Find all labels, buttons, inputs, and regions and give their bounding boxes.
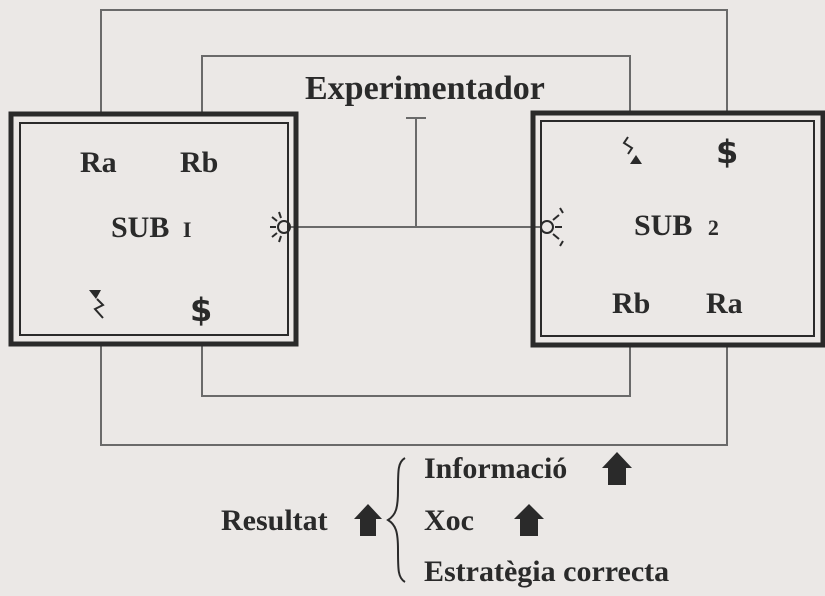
light-bulb-icon	[540, 207, 564, 247]
shock-up-icon	[622, 136, 642, 164]
sub2-title-text: SUB	[634, 209, 693, 242]
outer-bottom-loop	[100, 344, 728, 446]
sub2-reward-symbol: $	[716, 133, 739, 171]
sub2-title: SUB 2	[634, 211, 719, 241]
sub1-number: I	[182, 217, 192, 242]
arrow-up-icon	[354, 504, 382, 536]
experimenter-label: Experimentador	[305, 70, 545, 107]
inner-bottom-loop	[201, 344, 631, 397]
sub2-number: 2	[707, 215, 719, 240]
sub2-response-a: Ra	[706, 287, 743, 320]
arrow-up-icon	[514, 504, 544, 536]
sub1-response-b: Rb	[180, 146, 219, 179]
shock-down-icon	[89, 290, 105, 319]
legend-brace	[386, 457, 406, 583]
sub1-response-a: Ra	[80, 146, 117, 179]
sub1-title: SUB I	[111, 213, 191, 243]
sub1-title-text: SUB	[111, 211, 170, 244]
sub1-reward-symbol: $	[190, 291, 213, 329]
arrow-up-icon	[602, 452, 632, 485]
inner-top-loop	[201, 55, 631, 113]
light-bulb-icon	[270, 211, 291, 243]
legend-item-information: Informació	[424, 452, 568, 485]
outer-top-loop	[100, 9, 728, 113]
legend-arrows	[354, 452, 632, 536]
connection-lines	[100, 9, 728, 446]
legend-item-shock: Xoc	[424, 504, 474, 537]
legend-item-correct-strategy: Estratègia correcta	[424, 555, 670, 588]
subject-1-box	[8, 111, 299, 347]
sub2-response-b: Rb	[612, 287, 651, 320]
result-label: Resultat	[221, 504, 328, 537]
